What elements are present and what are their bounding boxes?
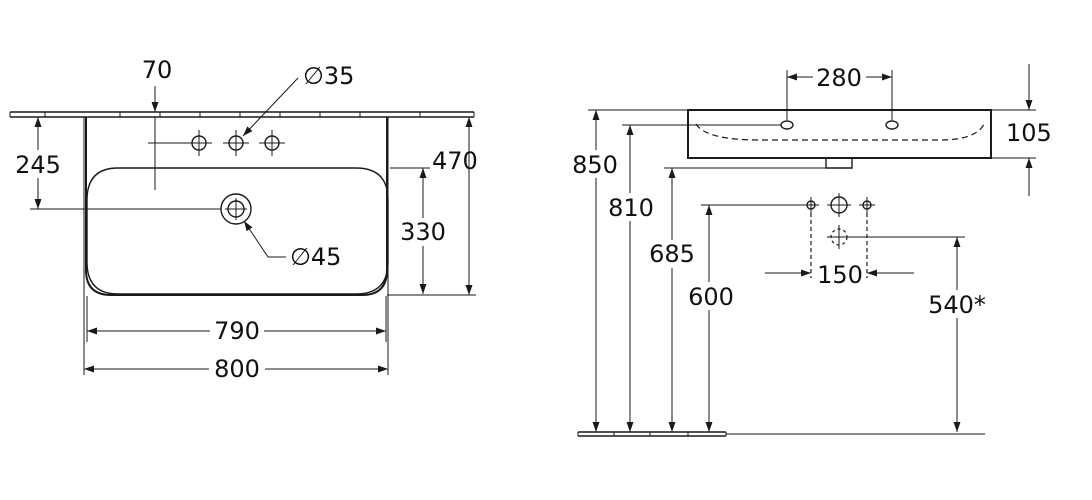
supply-height-label: 600 (688, 283, 734, 311)
tap-offset-label: 70 (142, 56, 173, 84)
drain-diameter-label: ∅45 (290, 243, 341, 271)
connection-points (803, 193, 875, 249)
tap-holes (186, 130, 285, 156)
basin-height-label: 105 (1006, 119, 1052, 147)
bowl-outline (86, 167, 389, 295)
bowl-width-label: 790 (214, 317, 260, 345)
drain-offset-label: 245 (15, 151, 61, 179)
ledge-seams (44, 112, 421, 117)
side-view: 280 105 850 810 685 600 (570, 64, 1052, 437)
tap-hole-spacing-label: 280 (816, 64, 862, 92)
tap-hole-diameter-label: ∅35 (303, 62, 354, 90)
drain (220, 193, 252, 225)
rim-height-label: 810 (608, 194, 654, 222)
bowl-depth-label: 330 (400, 218, 446, 246)
basin-front-outline (687, 109, 992, 159)
overall-width-label: 800 (214, 355, 260, 383)
top-height-label: 850 (572, 151, 618, 179)
top-view: 70 ∅35 245 470 330 ∅45 790 800 (9, 56, 478, 383)
waste-height-label: 540* (928, 291, 986, 319)
basin-outline (85, 117, 388, 296)
overall-depth-label: 470 (432, 147, 478, 175)
outlet-height-label: 685 (649, 240, 695, 268)
supply-spacing-label: 150 (817, 261, 863, 289)
